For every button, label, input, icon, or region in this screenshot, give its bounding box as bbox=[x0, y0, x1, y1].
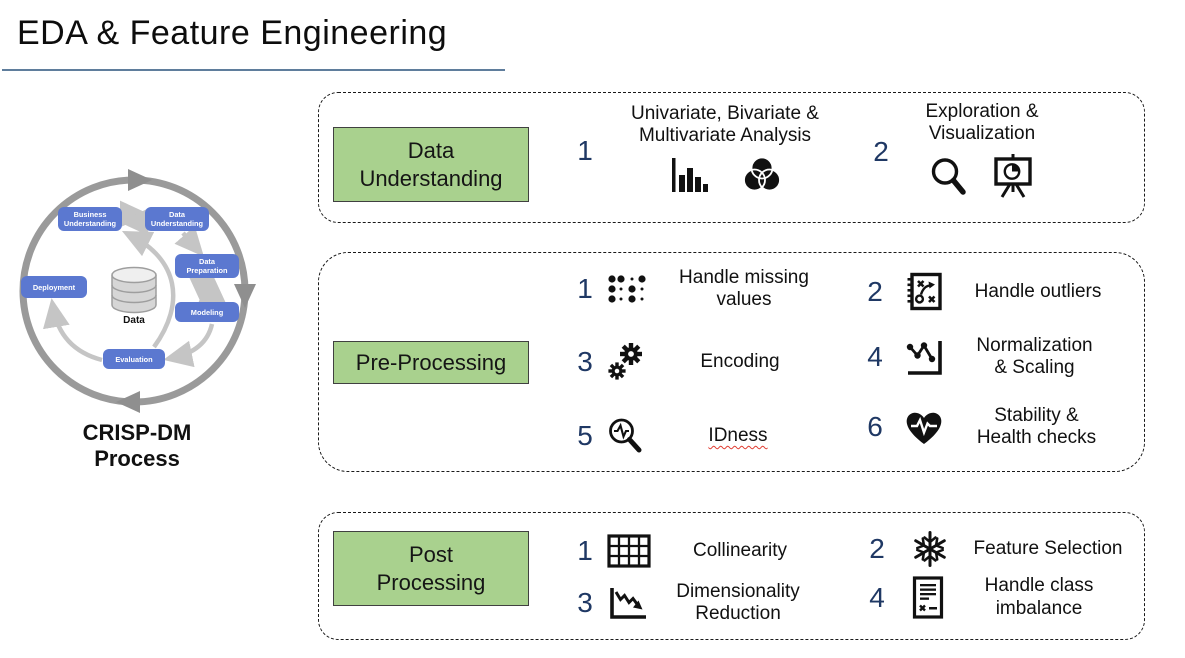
bar-chart-icon bbox=[672, 157, 708, 192]
cycle-arrow-right bbox=[234, 284, 256, 308]
section-label-post-processing: Post Processing bbox=[333, 531, 529, 606]
section-data-understanding: Data Understanding 1 Univariate, Bivaria… bbox=[318, 92, 1145, 223]
item-number: 2 bbox=[867, 276, 883, 307]
list-item: 4 Normalization & Scaling bbox=[865, 335, 1112, 380]
item-number: 5 bbox=[577, 420, 593, 451]
item-number: 2 bbox=[873, 136, 889, 168]
database-icon bbox=[111, 266, 157, 314]
item-number: 1 bbox=[577, 134, 593, 166]
section-post-processing: Post Processing 1 Collinearity 2 bbox=[318, 512, 1145, 640]
cycle-arrow-top bbox=[128, 169, 152, 191]
svg-text:Modeling: Modeling bbox=[191, 308, 224, 317]
list-item: 4 Handle class imbalance bbox=[867, 575, 1119, 620]
flow-arrows bbox=[43, 200, 226, 368]
section-label-pre-processing: Pre-Processing bbox=[333, 341, 529, 384]
list-item: 5 IDness bbox=[575, 417, 819, 455]
node-evaluation: Evaluation bbox=[103, 349, 165, 369]
table-grid-icon bbox=[607, 534, 651, 568]
heart-pulse-icon bbox=[906, 413, 942, 445]
node-modeling: Modeling bbox=[175, 302, 239, 322]
svg-text:Evaluation: Evaluation bbox=[115, 355, 153, 364]
item-number: 4 bbox=[867, 341, 883, 373]
svg-text:Deployment: Deployment bbox=[33, 283, 76, 292]
list-item: 2 Handle outliers bbox=[865, 271, 1119, 313]
database-label: Data bbox=[123, 315, 145, 326]
presentation-chart-icon bbox=[994, 153, 1032, 198]
missing-values-dots-icon bbox=[608, 275, 646, 304]
item-number: 2 bbox=[869, 533, 885, 564]
list-item: 3 Dimensionality Reduction bbox=[575, 581, 813, 626]
list-item: 6 Stability & Health checks bbox=[865, 405, 1114, 450]
crisp-dm-caption: CRISP-DM Process bbox=[82, 420, 192, 471]
snowflake-icon bbox=[914, 531, 946, 567]
declining-chart-icon bbox=[610, 588, 646, 620]
list-item: 2 Feature Se bbox=[867, 529, 1133, 569]
page-title: EDA & Feature Engineering bbox=[17, 14, 448, 52]
item-number: 6 bbox=[867, 411, 883, 443]
list-item: 2 Exploration & Visualization bbox=[871, 101, 1062, 198]
node-deployment: Deployment bbox=[21, 276, 87, 298]
list-item: 1 Collinearity bbox=[575, 533, 815, 569]
venn-diagram-icon bbox=[743, 156, 781, 192]
strategy-pad-icon bbox=[907, 272, 942, 311]
cycle-arrow-bottom bbox=[116, 391, 140, 413]
search-icon bbox=[931, 158, 966, 195]
list-item: 1 Handle missing values bbox=[575, 267, 825, 312]
item-number: 3 bbox=[577, 587, 593, 619]
title-underline bbox=[2, 69, 505, 71]
section-label-data-understanding: Data Understanding bbox=[333, 127, 529, 202]
item-number: 4 bbox=[869, 581, 885, 613]
item-number: 1 bbox=[577, 535, 593, 566]
gears-icon bbox=[608, 343, 642, 380]
item-number: 1 bbox=[577, 273, 593, 305]
section-pre-processing: Pre-Processing 1 Handle missing values 2 bbox=[318, 252, 1145, 472]
scatter-line-axis-icon bbox=[906, 341, 942, 376]
document-list-icon bbox=[912, 576, 944, 619]
list-item: 1 Univariate, Bivariate & Multivariate A… bbox=[575, 103, 844, 195]
list-item: 3 Encoding bbox=[575, 341, 821, 383]
item-number: 3 bbox=[577, 346, 593, 377]
search-pulse-icon bbox=[609, 418, 642, 453]
